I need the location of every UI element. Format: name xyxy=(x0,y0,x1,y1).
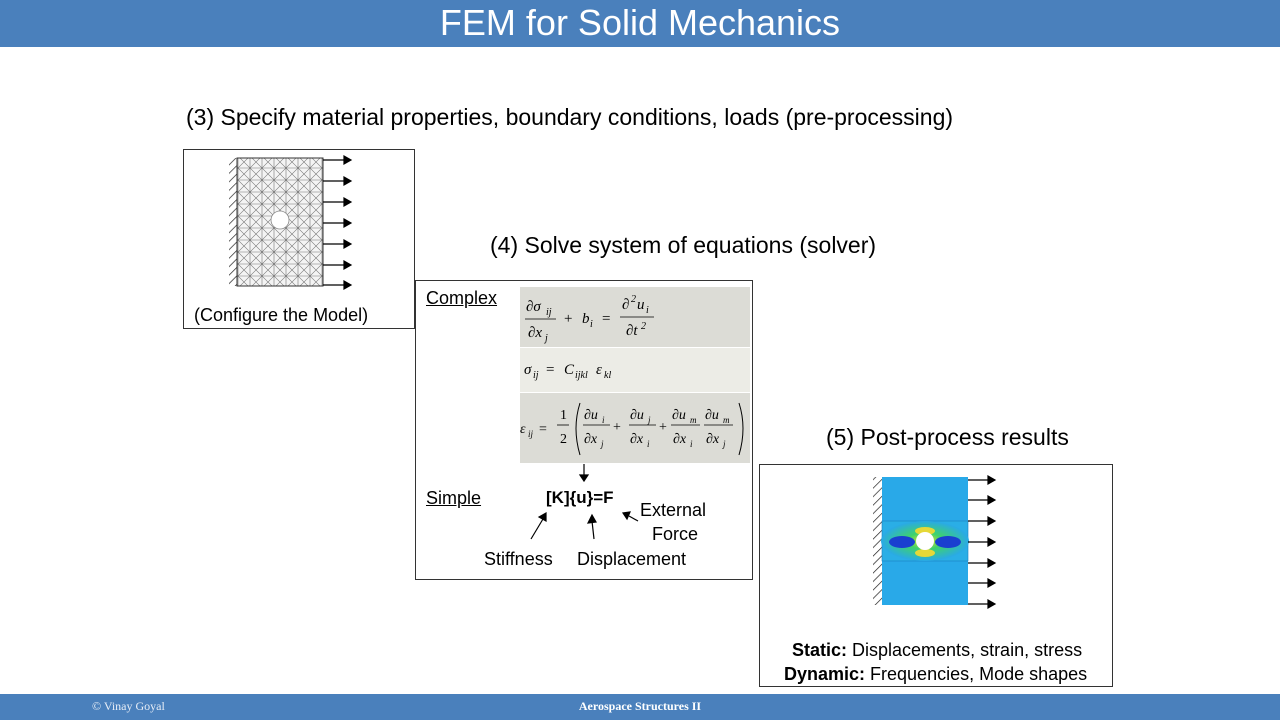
svg-text:b: b xyxy=(582,311,590,327)
svg-text:∂u: ∂u xyxy=(705,408,719,423)
load-arrows xyxy=(323,154,353,291)
step3-heading: (3) Specify material properties, boundar… xyxy=(186,104,954,130)
fixed-support xyxy=(229,158,237,286)
svg-text:j: j xyxy=(647,415,651,425)
svg-text:∂x: ∂x xyxy=(706,432,720,447)
stiffness-matrix-equation: [K]{u}=F xyxy=(546,488,614,507)
dynamic-label: Dynamic: xyxy=(784,664,866,684)
complex-label: Complex xyxy=(426,288,498,308)
footer-copyright: © Vinay Goyal xyxy=(92,699,165,713)
svg-text:∂u: ∂u xyxy=(584,408,598,423)
svg-text:ε: ε xyxy=(520,422,526,437)
svg-text:ij: ij xyxy=(533,370,539,381)
plate-hole xyxy=(916,532,934,550)
svg-text:∂u: ∂u xyxy=(672,408,686,423)
displacement-label: Displacement xyxy=(577,549,687,569)
svg-text:∂u: ∂u xyxy=(630,408,644,423)
svg-text:u: u xyxy=(637,297,645,313)
static-label: Static: xyxy=(792,640,848,660)
svg-text:ij: ij xyxy=(546,307,552,318)
static-results-line: Static: Displacements, strain, stress xyxy=(792,640,1082,661)
svg-text:ijkl: ijkl xyxy=(575,370,588,381)
slide-title: FEM for Solid Mechanics xyxy=(439,2,841,43)
mesh-figure xyxy=(229,154,353,291)
external-force-label-line1: External xyxy=(640,500,707,520)
svg-text:1: 1 xyxy=(560,408,567,423)
stress-contour-figure xyxy=(873,474,997,610)
fixed-support xyxy=(873,477,882,605)
svg-text:∂σ: ∂σ xyxy=(526,299,541,315)
load-arrows xyxy=(968,474,997,610)
svg-text:=: = xyxy=(602,311,610,327)
plate-hole xyxy=(270,210,290,230)
svg-text:2: 2 xyxy=(641,321,646,332)
simple-label: Simple xyxy=(426,488,482,508)
results-box: Static: Displacements, strain, stress Dy… xyxy=(759,464,1113,687)
svg-text:+: + xyxy=(613,420,621,435)
model-box: (Configure the Model) xyxy=(183,149,415,329)
footer-bar: © Vinay Goyal Aerospace Structures II xyxy=(0,694,1280,720)
external-force-label-line2: Force xyxy=(652,524,699,544)
svg-text:∂t: ∂t xyxy=(626,323,638,339)
svg-text:j: j xyxy=(600,439,604,449)
svg-text:∂x: ∂x xyxy=(584,432,598,447)
title-bar: FEM for Solid Mechanics xyxy=(0,0,1280,47)
svg-text:i: i xyxy=(647,439,650,449)
step4-heading: (4) Solve system of equations (solver) xyxy=(490,232,877,258)
svg-text:j: j xyxy=(543,333,548,344)
svg-text:j: j xyxy=(722,439,726,449)
svg-text:∂x: ∂x xyxy=(630,432,644,447)
svg-text:+: + xyxy=(564,311,572,327)
svg-text:m: m xyxy=(723,415,730,425)
svg-text:σ: σ xyxy=(524,362,532,378)
svg-text:i: i xyxy=(590,319,593,330)
svg-text:m: m xyxy=(690,415,697,425)
svg-text:∂: ∂ xyxy=(622,297,629,313)
footer-course-title: Aerospace Structures II xyxy=(578,699,702,713)
svg-text:=: = xyxy=(546,362,554,378)
svg-text:ε: ε xyxy=(596,362,602,378)
svg-text:ij: ij xyxy=(528,429,534,439)
svg-text:+: + xyxy=(659,420,667,435)
model-caption: (Configure the Model) xyxy=(194,305,369,325)
svg-text:i: i xyxy=(690,439,693,449)
static-text: Displacements, strain, stress xyxy=(847,640,1083,660)
svg-text:i: i xyxy=(646,305,649,316)
svg-text:2: 2 xyxy=(631,294,636,305)
svg-text:=: = xyxy=(539,422,547,437)
dynamic-results-line: Dynamic: Frequencies, Mode shapes xyxy=(784,664,1087,685)
solver-arrows xyxy=(530,464,639,540)
svg-text:∂x: ∂x xyxy=(528,325,542,341)
dynamic-text: Frequencies, Mode shapes xyxy=(865,664,1088,684)
step5-heading: (5) Post-process results xyxy=(826,424,1069,450)
stiffness-label: Stiffness xyxy=(484,549,553,569)
svg-text:∂x: ∂x xyxy=(673,432,687,447)
svg-text:2: 2 xyxy=(560,432,567,447)
svg-text:kl: kl xyxy=(604,370,611,381)
svg-text:C: C xyxy=(564,362,575,378)
svg-text:i: i xyxy=(602,415,605,425)
